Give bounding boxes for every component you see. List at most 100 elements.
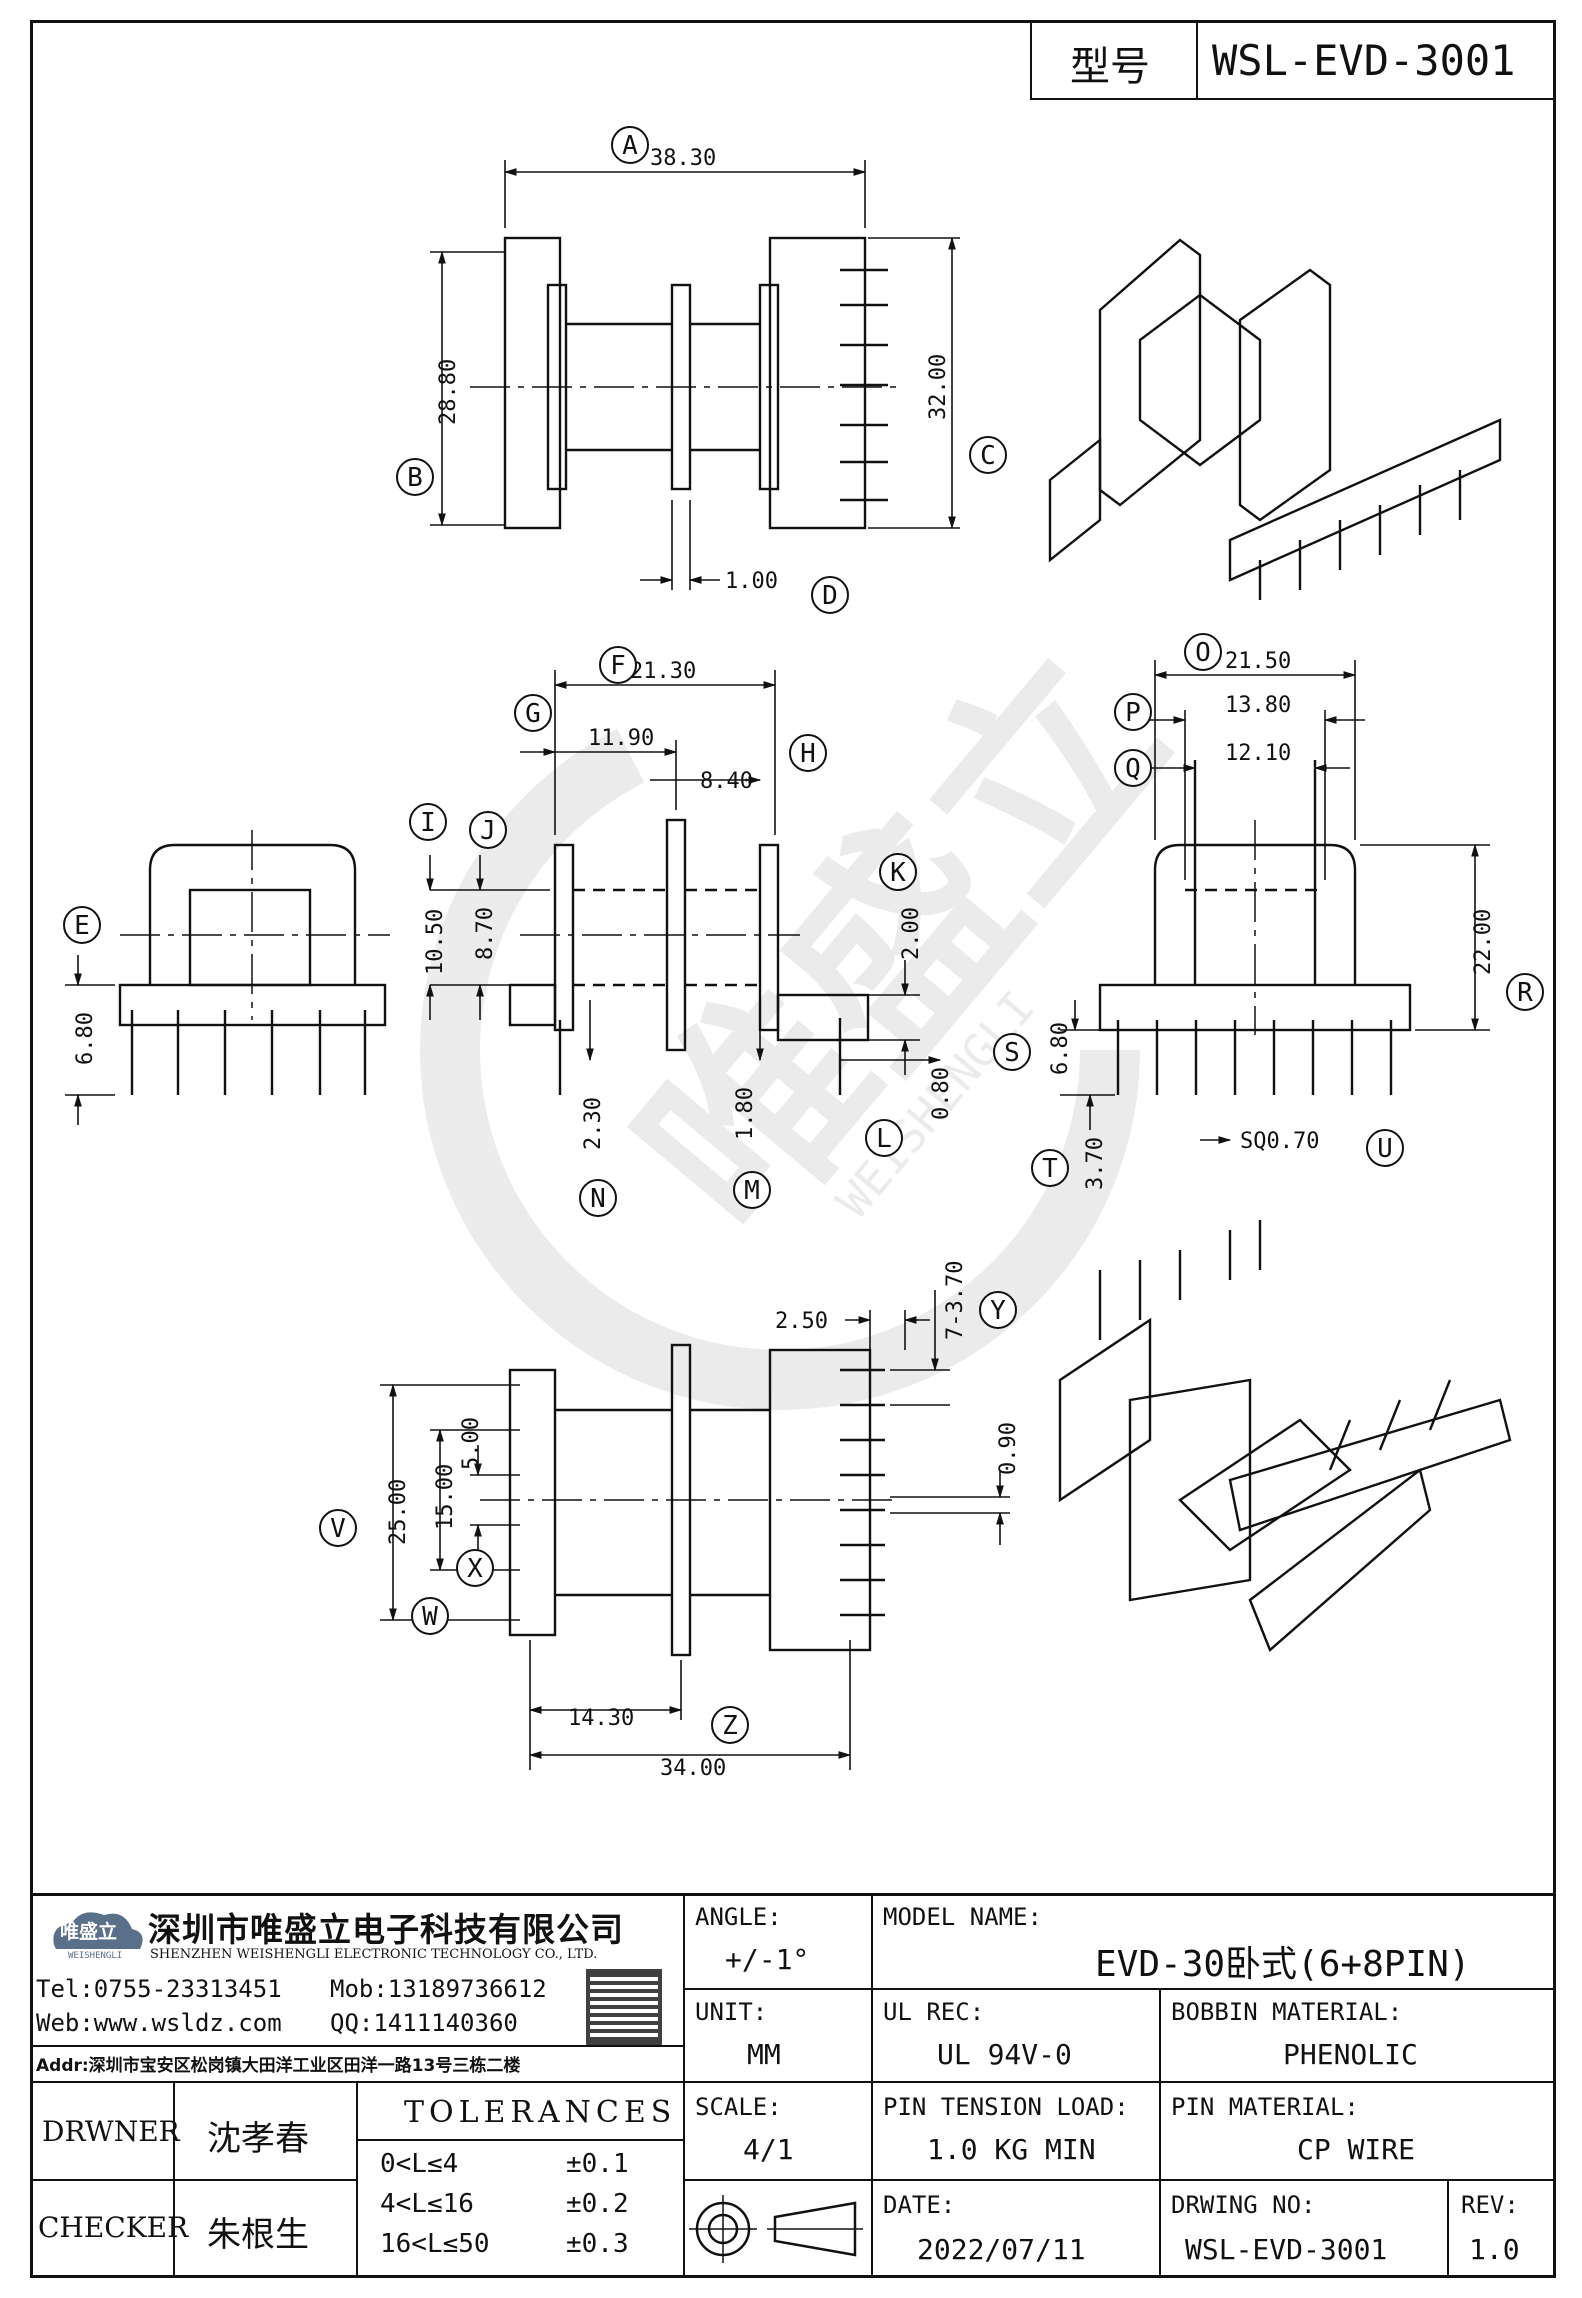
- balloon-W: W: [411, 1597, 449, 1635]
- svg-text:J: J: [480, 816, 496, 846]
- unit-cell: UNIT: MM: [683, 1988, 873, 2083]
- bobbin-material-label: BOBBIN MATERIAL:: [1171, 1998, 1403, 2026]
- dim-value-B: 28.80: [436, 359, 461, 425]
- logo-sub: WEISHENGLI: [68, 1951, 123, 1961]
- balloon-O: O: [1184, 633, 1222, 671]
- angle-value: +/-1°: [725, 1943, 810, 1976]
- cloud-logo-icon: [53, 1912, 143, 1949]
- balloon-F: F: [599, 646, 637, 684]
- angle-label: ANGLE:: [695, 1903, 782, 1931]
- svg-text:R: R: [1517, 978, 1533, 1008]
- svg-text:B: B: [407, 463, 423, 493]
- pin-tension-cell: PIN TENSION LOAD: 1.0 KG MIN: [871, 2081, 1161, 2181]
- dim-value-T: 3.70: [1083, 1137, 1108, 1190]
- date-label: DATE:: [883, 2191, 956, 2219]
- company-web: Web:www.wsldz.com: [36, 2009, 282, 2037]
- tolerance-value: ±0.3: [566, 2229, 629, 2259]
- bottom-view-pins: [840, 1368, 885, 1617]
- svg-text:C: C: [980, 441, 996, 471]
- dim-value-L: 0.80: [929, 1067, 954, 1120]
- dim-value-A: 38.30: [650, 146, 716, 171]
- dim-value-X: 5.00: [459, 1417, 484, 1470]
- bobbin-material-value: PHENOLIC: [1283, 2038, 1418, 2071]
- dim-value-N: 2.30: [581, 1097, 606, 1150]
- balloon-K: K: [879, 853, 917, 891]
- rev-label: REV:: [1461, 2191, 1519, 2219]
- dim-value-C: 32.00: [926, 354, 951, 420]
- dim-value-Q: 12.10: [1225, 741, 1291, 766]
- unit-value: MM: [747, 2038, 781, 2071]
- svg-text:F: F: [610, 651, 626, 681]
- pin-tension-label: PIN TENSION LOAD:: [883, 2093, 1129, 2121]
- isometric-view-top: [1048, 238, 1502, 600]
- model-name-label: MODEL NAME:: [883, 1903, 1042, 1931]
- isometric-view-bottom: [1058, 1220, 1512, 1653]
- checker-label-cell: CHECKER: [30, 2179, 188, 2278]
- scale-cell: SCALE: 4/1: [683, 2081, 873, 2181]
- svg-text:S: S: [1004, 1038, 1020, 1068]
- dim-value-Z-extra: 14.30: [568, 1706, 634, 1731]
- end-view-pins: [1116, 1020, 1393, 1095]
- balloon-U: U: [1366, 1129, 1404, 1167]
- svg-text:X: X: [467, 1554, 483, 1584]
- balloon-A: A: [611, 126, 649, 164]
- balloon-Y: Y: [979, 1291, 1017, 1329]
- tolerances-cell: TOLERANCES 0<L≤4 ±0.1 4<L≤16 ±0.2 16<L≤5…: [356, 2081, 685, 2278]
- angle-cell: ANGLE: +/-1°: [683, 1893, 873, 1990]
- ul-rec-label: UL REC:: [883, 1998, 985, 2026]
- svg-text:E: E: [74, 911, 90, 941]
- svg-text:Q: Q: [1125, 754, 1141, 784]
- company-logo: 唯盛立 WEISHENGLI: [42, 1905, 150, 1969]
- technical-drawing: 唯盛立 WEISHENGLI: [63, 126, 1544, 1781]
- balloon-N: N: [579, 1179, 617, 1217]
- balloon-T: T: [1031, 1149, 1069, 1187]
- checker-value-cell: 朱根生: [173, 2179, 358, 2278]
- tolerance-range: 4<L≤16: [380, 2189, 474, 2219]
- svg-text:A: A: [622, 131, 638, 161]
- front-view: [118, 830, 390, 1095]
- balloon-L: L: [865, 1119, 903, 1157]
- model-code-cell: WSL-EVD-3001: [1196, 20, 1556, 100]
- drawing-no-label: DRWING NO:: [1171, 2191, 1316, 2219]
- front-view-pins: [130, 1010, 367, 1095]
- unit-label: UNIT:: [695, 1998, 768, 2026]
- type-label-cell: 型号: [1030, 20, 1198, 100]
- rev-value: 1.0: [1469, 2233, 1520, 2266]
- dim-value-O: 21.50: [1225, 649, 1291, 674]
- balloon-B: B: [396, 458, 434, 496]
- svg-text:O: O: [1195, 638, 1211, 668]
- dim-value-E: 6.80: [73, 1012, 98, 1065]
- balloon-V: V: [319, 1509, 357, 1547]
- date-value: 2022/07/11: [917, 2233, 1086, 2266]
- balloon-D: D: [811, 576, 849, 614]
- balloon-Z: Z: [711, 1706, 749, 1744]
- svg-text:M: M: [744, 1176, 760, 1206]
- tolerances-divider: [358, 2139, 683, 2141]
- pin-material-label: PIN MATERIAL:: [1171, 2093, 1359, 2121]
- balloon-C: C: [969, 436, 1007, 474]
- svg-text:T: T: [1042, 1154, 1058, 1184]
- end-view: [1098, 760, 1412, 1095]
- company-address: Addr:深圳市宝安区松岗镇大田洋工业区田洋一路13号三栋二楼: [36, 2056, 521, 2076]
- dim-value-F: 21.30: [630, 659, 696, 684]
- dim-value-D: 1.00: [725, 569, 778, 594]
- company-mob: Mob:13189736612: [330, 1975, 547, 2003]
- company-name-cn: 深圳市唯盛立电子科技有限公司: [148, 1910, 624, 1949]
- dim-value-V: 25.00: [386, 1479, 411, 1545]
- bottom-view: [480, 1343, 900, 1657]
- pin-material-cell: PIN MATERIAL: CP WIRE: [1159, 2081, 1556, 2181]
- balloon-J: J: [469, 811, 507, 849]
- tolerance-range: 16<L≤50: [380, 2229, 490, 2259]
- dim-value-S: 6.80: [1048, 1022, 1073, 1075]
- tolerance-range: 0<L≤4: [380, 2149, 459, 2179]
- tolerance-value: ±0.2: [566, 2189, 629, 2219]
- balloon-G: G: [514, 694, 552, 732]
- balloon-S: S: [993, 1033, 1031, 1071]
- dim-value-K: 2.00: [899, 907, 924, 960]
- side-view: [508, 818, 870, 1095]
- checker-value: 朱根生: [207, 2215, 309, 2255]
- svg-text:K: K: [890, 858, 906, 888]
- scale-value: 4/1: [743, 2133, 794, 2166]
- dim-value-W: 15.00: [433, 1464, 458, 1530]
- tolerance-value: ±0.1: [566, 2149, 629, 2179]
